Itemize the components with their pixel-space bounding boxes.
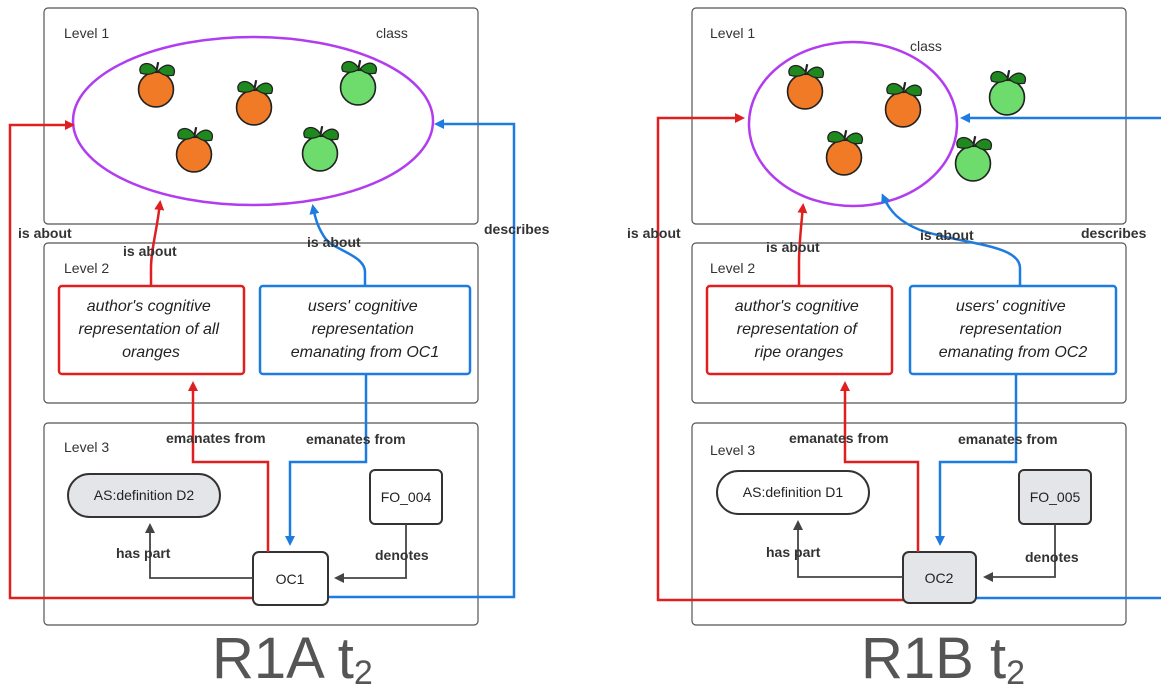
green-orange-icon (954, 135, 993, 182)
emanates-red-label: emanates from (166, 430, 266, 446)
definition-label: AS:definition D1 (743, 484, 844, 500)
is-about-blue-label: is about (920, 227, 974, 243)
class-label: class (376, 25, 408, 41)
fo-label: FO_004 (381, 489, 432, 505)
definition-node (67, 473, 221, 518)
emanates-red-label: emanates from (789, 430, 889, 446)
is-about-red-arrow (149, 200, 165, 286)
emanates-red-arrow (840, 381, 920, 552)
describes-label: describes (1081, 225, 1147, 241)
users-representation-text: users' cognitive representation emanatin… (291, 298, 440, 361)
orange-icon (235, 79, 274, 126)
green-orange-icon (988, 69, 1027, 116)
author-representation-text: author's cognitive representation of all… (79, 298, 224, 361)
denotes-label: denotes (1025, 549, 1079, 565)
orange-icon (175, 126, 214, 173)
is-about-red-label: is about (123, 243, 177, 259)
is-about-outer-arrow (656, 113, 904, 602)
denotes-label: denotes (375, 547, 429, 563)
definition-label: AS:definition D2 (94, 487, 195, 503)
is-about-blue-arrow (309, 204, 367, 286)
is-about-outer-label: is about (627, 225, 681, 241)
level3-box (691, 422, 1127, 626)
panel-r1a: Level 1 Level 2 Level 3 class is about d… (8, 7, 550, 687)
green-orange-icon (301, 125, 340, 172)
level2-box (691, 242, 1127, 404)
has-part-label: has part (766, 544, 821, 560)
panel-caption: R1A t2 (212, 626, 373, 687)
emanates-blue-arrow (935, 374, 1018, 546)
emanates-blue-label: emanates from (958, 431, 1058, 447)
class-ellipse (747, 40, 959, 208)
author-representation-text: author's cognitive representation of rip… (735, 298, 863, 361)
level3-label: Level 3 (710, 442, 755, 458)
is-about-red-label: is about (766, 239, 820, 255)
denotes-arrow (334, 524, 407, 583)
users-representation-box (908, 284, 1118, 376)
orange-icon (884, 81, 923, 128)
level2-label: Level 2 (64, 260, 109, 276)
is-about-blue-arrow (881, 193, 1022, 286)
level3-box (43, 422, 479, 626)
is-about-red-arrow (797, 203, 808, 286)
is-about-outer-arrow (8, 120, 252, 600)
class-label: class (910, 38, 942, 54)
denotes-arrow (983, 524, 1056, 582)
level1-label: Level 1 (710, 25, 755, 41)
level3-label: Level 3 (64, 439, 109, 455)
level2-box (43, 242, 479, 404)
panel-r1b: Level 1 Level 2 Level 3 class is about d… (627, 7, 1161, 687)
emanates-red-arrow (188, 381, 270, 552)
emanates-blue-arrow (285, 374, 368, 546)
is-about-outer-label: is about (18, 225, 72, 241)
describes-arrow (328, 119, 516, 599)
definition-node (716, 470, 870, 515)
emanates-blue-label: emanates from (306, 431, 406, 447)
has-part-arrow (793, 520, 903, 578)
is-about-blue-label: is about (307, 234, 361, 250)
fo-label: FO_005 (1030, 489, 1081, 505)
panel-caption: R1B t2 (861, 626, 1025, 687)
has-part-arrow (145, 523, 253, 579)
has-part-label: has part (116, 545, 171, 561)
describes-label: describes (484, 221, 550, 237)
orange-icon (825, 129, 864, 176)
orange-icon (786, 63, 825, 110)
oc-label: OC2 (925, 570, 954, 586)
level1-box (43, 7, 479, 225)
level2-label: Level 2 (710, 260, 755, 276)
orange-icon (137, 61, 176, 108)
users-representation-text: users' cognitive representation emanatin… (939, 298, 1088, 361)
green-orange-icon (339, 59, 378, 106)
oc-label: OC1 (276, 571, 305, 587)
level1-label: Level 1 (64, 25, 109, 41)
